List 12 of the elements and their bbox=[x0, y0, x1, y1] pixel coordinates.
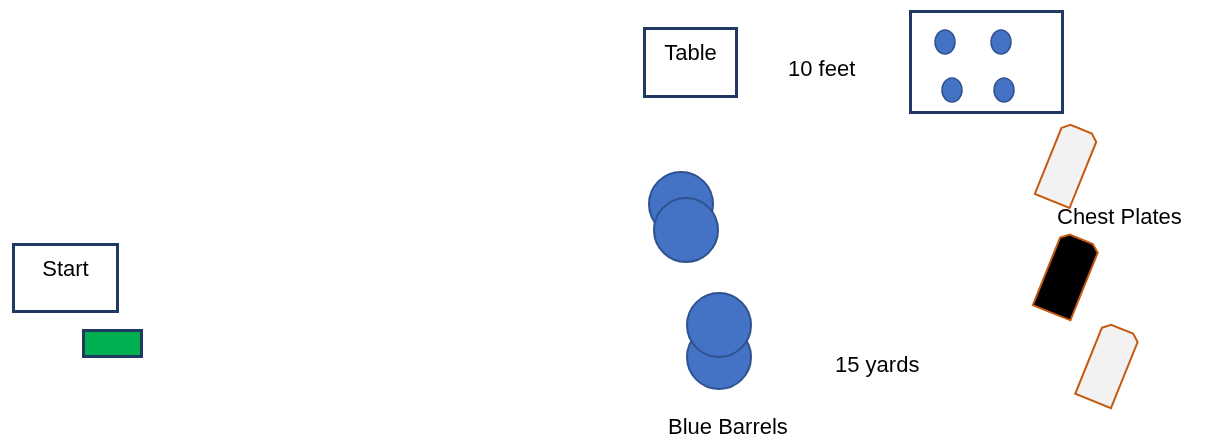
box-label: Start bbox=[42, 258, 89, 280]
marker-tray bbox=[909, 10, 1064, 114]
start-marker-bar bbox=[82, 329, 143, 358]
barrel-pair bbox=[648, 171, 720, 264]
annotation-label: Blue Barrels bbox=[668, 416, 788, 438]
barrel-pair bbox=[686, 292, 752, 390]
label-box bbox=[643, 27, 738, 98]
label-box bbox=[12, 243, 119, 313]
annotation-label: 10 feet bbox=[788, 58, 856, 80]
annotation-label: 15 yards bbox=[835, 354, 920, 376]
box-label: Table bbox=[664, 42, 717, 64]
annotation-label: Chest Plates bbox=[1057, 206, 1182, 228]
